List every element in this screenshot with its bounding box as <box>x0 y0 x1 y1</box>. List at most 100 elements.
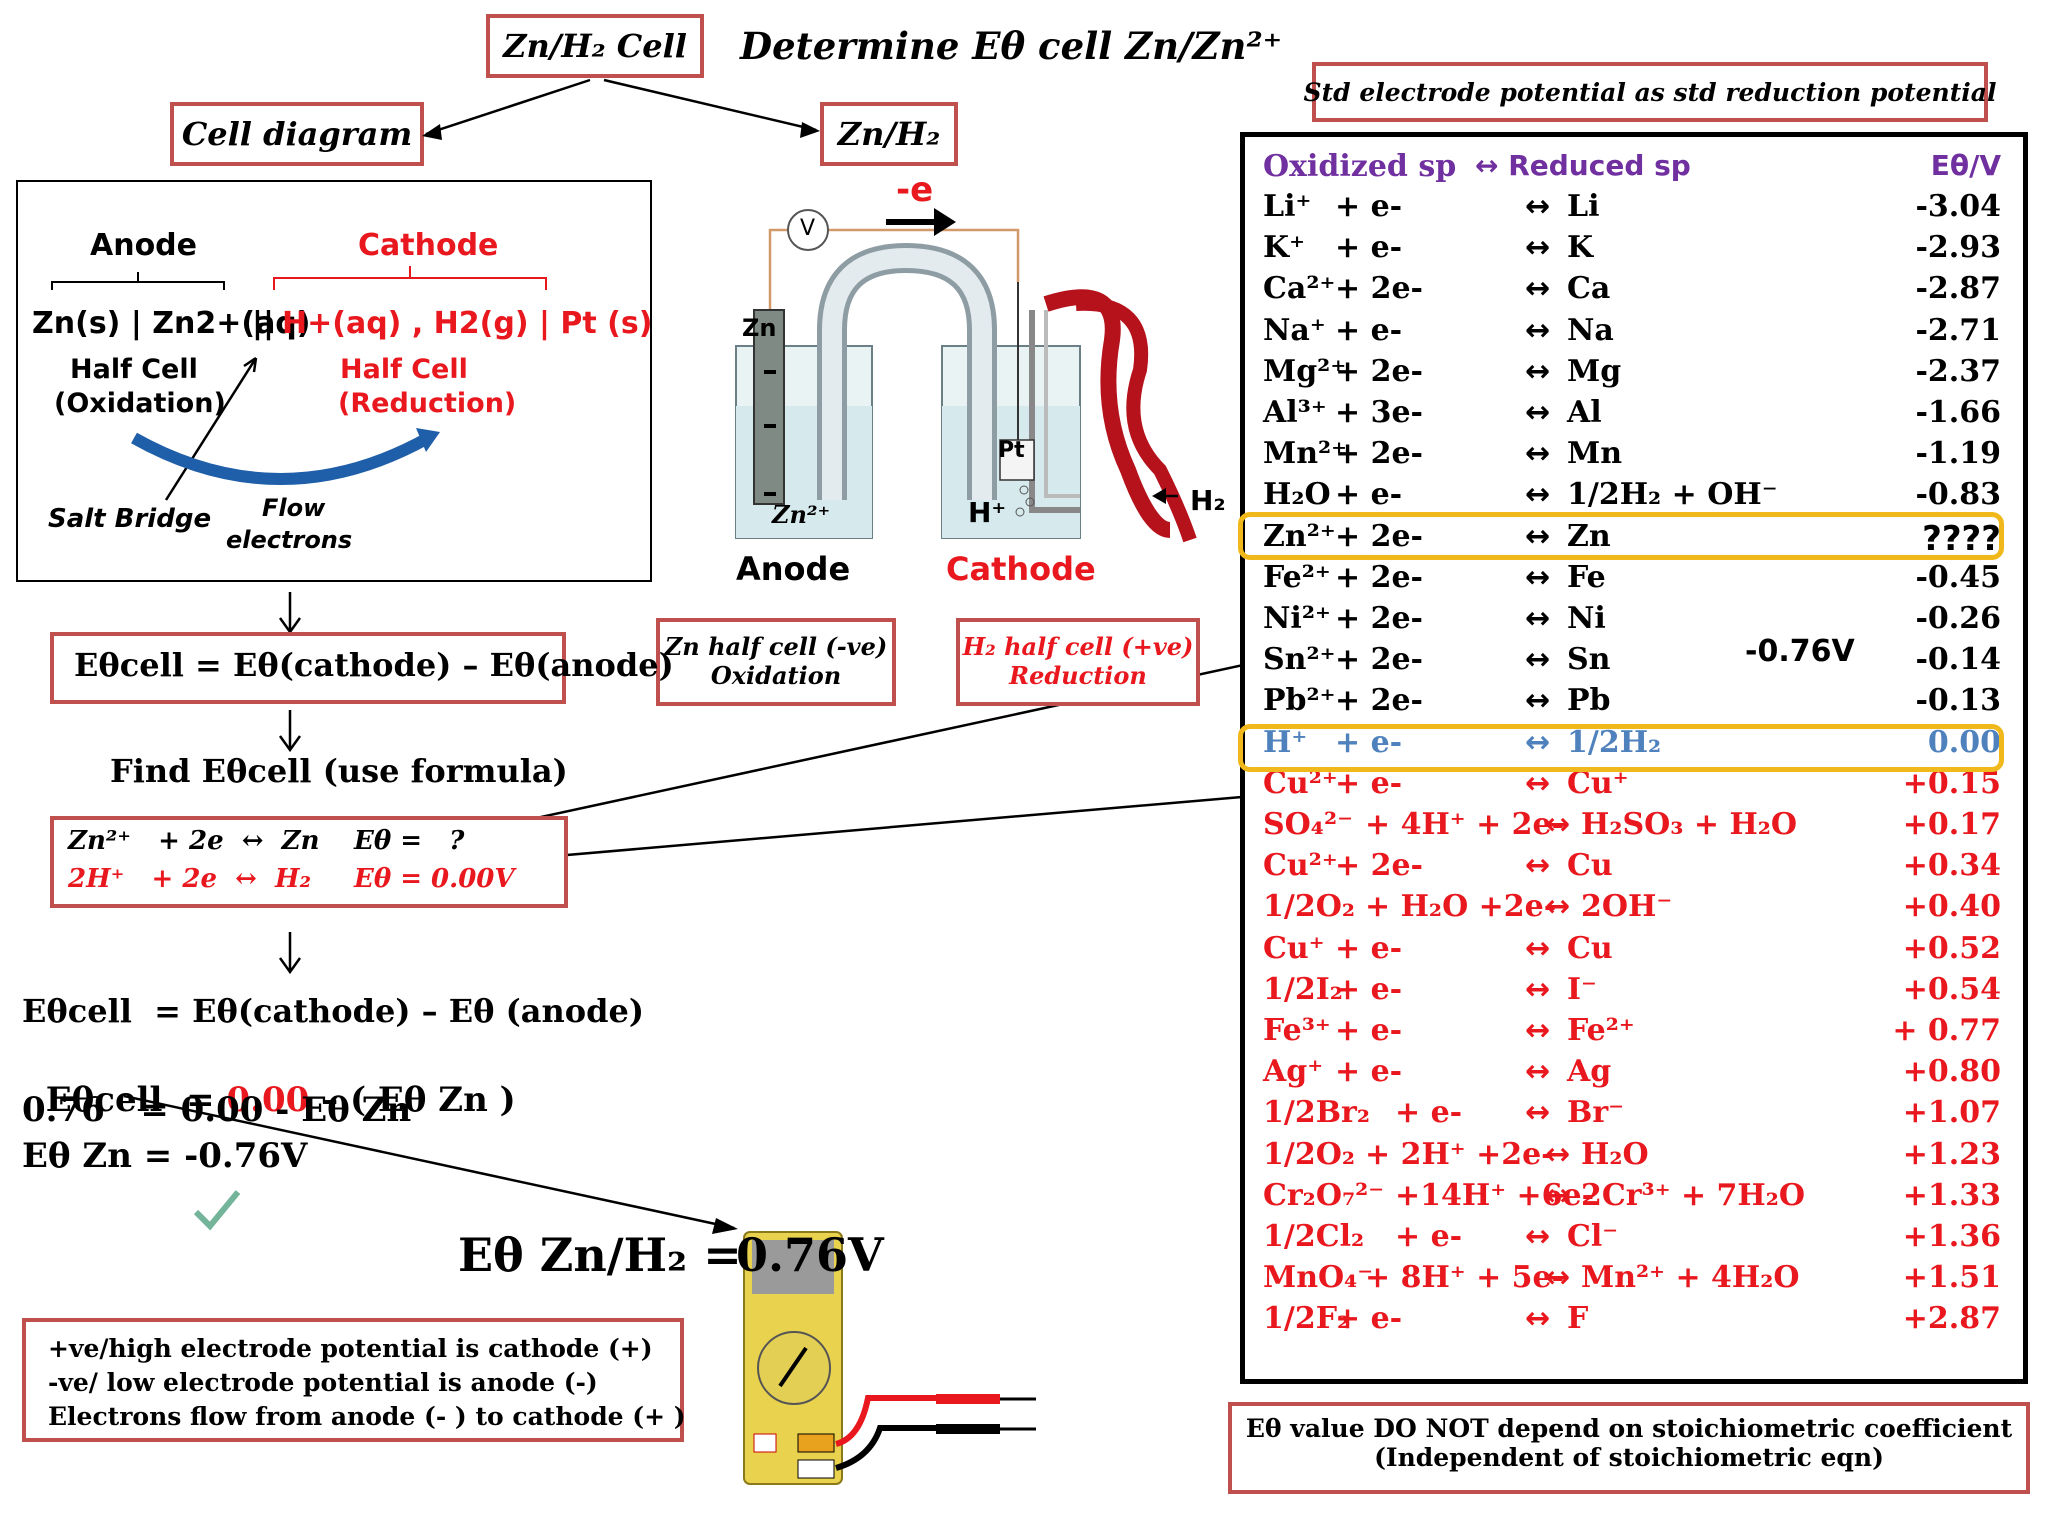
determine-title: Determine Eθ cell Zn/Zn²⁺ <box>740 24 1283 68</box>
equilibrium-arrow: ↔ <box>1525 642 1551 678</box>
electrons: + 4H⁺ + 2e- <box>1365 807 1565 842</box>
table-row: Ag⁺+ e-↔Ag+0.80 <box>1245 1054 2023 1094</box>
oxidized-species: Sn²⁺ <box>1263 642 1336 678</box>
oxidized-species: 1/2F₂ <box>1263 1301 1351 1337</box>
oxidized-species: 1/2Br₂ <box>1263 1095 1371 1131</box>
table-row: Al³⁺+ 3e-↔Al-1.66 <box>1245 395 2023 435</box>
potential-value: -1.66 <box>1915 395 2001 430</box>
oxidized-species: Ni²⁺ <box>1263 601 1331 636</box>
equilibrium-arrow: ↔ <box>1525 518 1551 554</box>
electrochemical-cell-drawing <box>735 208 1197 543</box>
reduced-species: Al <box>1567 395 1602 430</box>
electrons: + 2e- <box>1335 436 1423 472</box>
zn-half-potential: Eθ = ? <box>354 826 465 856</box>
table-row: Ni²⁺+ 2e-↔Ni-0.26 <box>1245 601 2023 641</box>
reduced-species: Fe²⁺ <box>1567 1013 1635 1048</box>
potential-value: -3.04 <box>1915 189 2001 224</box>
electrons: + 8H⁺ + 5e- <box>1365 1260 1565 1296</box>
table-row: Fe²⁺+ 2e-↔Fe-0.45 <box>1245 560 2023 600</box>
find-ecell-label: Find Eθcell (use formula) <box>110 752 568 790</box>
electrons: +14H⁺ +6e- <box>1395 1177 1595 1213</box>
oxidized-species: Mn²⁺ <box>1263 436 1347 472</box>
cell-diagram-label: Cell diagram <box>181 115 413 153</box>
equilibrium-arrow: ↔ <box>1525 436 1551 472</box>
potential-value: +0.54 <box>1902 971 2001 1007</box>
equilibrium-arrow: ↔ <box>1525 601 1551 636</box>
potential-value: -0.14 <box>1915 642 2001 678</box>
potential-value: ???? <box>1922 518 2001 559</box>
oxidized-species: Cr₂O₇²⁻ <box>1263 1177 1385 1213</box>
note-line-1: Eθ value DO NOT depend on stoichiometric… <box>1245 1414 2013 1443</box>
potential-value: +0.40 <box>1902 889 2001 925</box>
potential-value: +1.36 <box>1902 1219 2001 1254</box>
table-header: Oxidized sp ↔ Reduced sp Eθ/V <box>1245 149 2023 189</box>
cathode-label: Cathode <box>358 228 499 263</box>
table-row: Mg²⁺+ 2e-↔Mg-2.37 <box>1245 354 2023 394</box>
flow-label: Flow <box>262 494 326 522</box>
reduced-species: Zn <box>1567 518 1611 554</box>
table-row: 1/2Cl₂+ e-↔Cl⁻+1.36 <box>1245 1219 2023 1259</box>
table-row: Cu²⁺+ 2e-↔Cu+0.34 <box>1245 848 2023 888</box>
calc-line-2b: 0.00 <box>226 1080 310 1120</box>
table-row: H₂O+ e-↔1/2H₂ + OH⁻-0.83 <box>1245 477 2023 517</box>
table-row: Zn²⁺+ 2e-↔Zn???? <box>1245 519 2023 559</box>
reduced-species: Li <box>1567 189 1600 224</box>
reduced-species: Mn²⁺ + 4H₂O <box>1581 1260 1800 1296</box>
oxidized-species: MnO₄⁻ <box>1263 1260 1374 1296</box>
oxidized-species: Ag⁺ <box>1263 1054 1324 1090</box>
electrons: + H₂O +2e- <box>1365 889 1557 925</box>
oxidized-species: Cu²⁺ <box>1263 848 1338 884</box>
zn-h2-cell-label: Zn/H₂ Cell <box>503 27 687 65</box>
electrons: + e- <box>1335 312 1403 348</box>
electrons-label: electrons <box>226 526 353 554</box>
equilibrium-arrow: ↔ <box>1525 1095 1551 1131</box>
equilibrium-arrow: ↔ <box>1545 1260 1571 1296</box>
potential-value: +0.17 <box>1902 807 2001 842</box>
oxidized-species: Pb²⁺ <box>1263 683 1336 719</box>
meter-reading: 0.76V <box>736 1228 884 1282</box>
potential-value: -0.45 <box>1915 559 2001 595</box>
salt-bridge-label: Salt Bridge <box>48 504 212 534</box>
calc-line-2: Eθcell = 0.00 – ( Eθ Zn ) <box>22 1040 516 1120</box>
table-row: 1/2F₂+ e-↔F+2.87 <box>1245 1301 2023 1341</box>
reduction-potential-table: Oxidized sp ↔ Reduced sp Eθ/V Li⁺+ e-↔Li… <box>1240 132 2028 1384</box>
potential-value: -0.26 <box>1915 601 2001 636</box>
znh2-label: Zn/H₂ <box>837 115 941 153</box>
reduced-species: Cl⁻ <box>1567 1219 1619 1254</box>
anode-beaker-label: Anode <box>736 550 851 588</box>
electrons: + 3e- <box>1335 395 1423 430</box>
pt-label: Pt <box>998 438 1025 463</box>
reduced-species: 1/2H₂ <box>1567 724 1662 760</box>
oxidized-species: Ca²⁺ <box>1263 271 1336 307</box>
potential-value: +0.52 <box>1902 930 2001 966</box>
oxidized-species: 1/2O₂ <box>1263 1136 1355 1172</box>
potential-value: +1.07 <box>1902 1095 2001 1131</box>
table-row: Sn²⁺+ 2e-↔Sn-0.14 <box>1245 642 2023 682</box>
equilibrium-arrow: ↔ <box>1525 395 1551 430</box>
table-row: 1/2O₂+ 2H⁺ +2e-↔H₂O+1.23 <box>1245 1137 2023 1177</box>
equilibrium-arrow: ↔ <box>1525 477 1551 513</box>
potential-value: +1.23 <box>1902 1136 2001 1172</box>
potential-value: +1.51 <box>1902 1260 2001 1296</box>
table-title: Std electrode potential as std reduction… <box>1303 77 1997 107</box>
zn-ion-label: Zn²⁺ <box>772 500 831 529</box>
table-row: Na⁺+ e-↔Na-2.71 <box>1245 313 2023 353</box>
equilibrium-arrow: ↔ <box>1525 353 1551 389</box>
oxidized-species: Na⁺ <box>1263 312 1326 348</box>
equilibrium-arrow: ↔ <box>1525 312 1551 348</box>
zn-half-cell-line1: Zn half cell (-ve) <box>664 632 888 661</box>
oxidized-species: Fe³⁺ <box>1263 1013 1331 1048</box>
reduced-species: 1/2H₂ + OH⁻ <box>1567 477 1778 513</box>
reduced-species: K <box>1567 230 1594 266</box>
oxidized-species: Fe²⁺ <box>1263 559 1331 595</box>
electrons: + e- <box>1335 930 1403 966</box>
equilibrium-arrow: ↔ <box>1525 683 1551 719</box>
note-line-2: (Independent of stoichiometric eqn) <box>1374 1443 1884 1472</box>
electrons: + 2e- <box>1335 353 1423 389</box>
electrons: + e- <box>1335 1013 1403 1048</box>
header-potential: Eθ/V <box>1930 149 2001 182</box>
electrons: + 2e- <box>1335 683 1423 719</box>
electron-flow-label: -e <box>896 170 934 210</box>
table-row: Li⁺+ e-↔Li-3.04 <box>1245 189 2023 229</box>
